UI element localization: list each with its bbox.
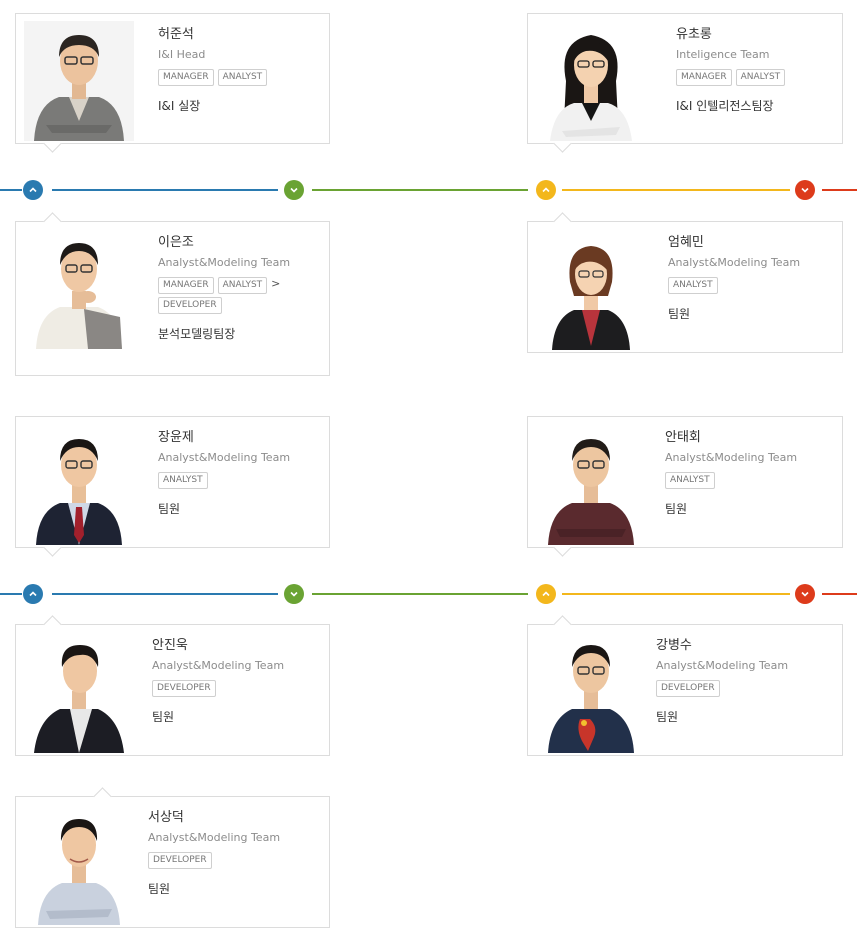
member-card-an-taehoe: 안태회 Analyst&Modeling Team ANALYST 팀원	[527, 416, 843, 557]
member-team: Inteligence Team	[676, 48, 770, 61]
member-name: 강병수	[656, 638, 692, 653]
tag-analyst: ANALYST	[668, 277, 718, 294]
chevron-up-icon[interactable]	[23, 584, 43, 604]
profile-photo	[24, 633, 134, 753]
tag-developer: DEVELOPER	[152, 680, 216, 697]
member-team: I&I Head	[158, 48, 206, 61]
member-role: 팀원	[665, 502, 688, 516]
member-name: 안진욱	[152, 638, 188, 653]
timeline-segment-blue	[0, 189, 22, 191]
member-team: Analyst&Modeling Team	[656, 659, 789, 672]
member-tags: DEVELOPER	[148, 852, 280, 872]
member-tags: ANALYST	[158, 472, 290, 492]
timeline-segment-yellow	[562, 189, 790, 191]
chevron-up-icon[interactable]	[536, 584, 556, 604]
chevron-up-icon[interactable]	[536, 180, 556, 200]
member-role: 팀원	[668, 307, 691, 321]
chevron-down-icon[interactable]	[795, 584, 815, 604]
timeline-segment-blue	[0, 593, 22, 595]
member-name: 유초롱	[676, 27, 712, 42]
member-role: 팀원	[656, 710, 679, 724]
profile-photo	[24, 229, 134, 349]
tag-manager: MANAGER	[676, 69, 732, 86]
card-pointer	[553, 212, 572, 231]
member-team: Analyst&Modeling Team	[158, 256, 291, 269]
card-pointer	[43, 615, 62, 634]
member-team: Analyst&Modeling Team	[665, 451, 798, 464]
member-role: 분석모델링팀장	[158, 327, 236, 341]
timeline-segment-green	[312, 189, 528, 191]
tag-analyst: ANALYST	[217, 277, 268, 294]
timeline-segment-red	[822, 189, 857, 191]
card-pointer	[553, 615, 572, 634]
card-pointer	[43, 212, 62, 231]
tag-analyst: ANALYST	[665, 472, 715, 489]
member-name: 허준석	[158, 27, 194, 42]
member-card-eom-hyemin: 엄혜민 Analyst&Modeling Team ANALYST 팀원	[527, 212, 843, 353]
member-name: 장윤제	[158, 430, 194, 445]
member-card-jang-yunje: 장윤제 Analyst&Modeling Team ANALYST 팀원	[15, 416, 330, 557]
timeline-segment-blue	[52, 189, 278, 191]
member-team: Analyst&Modeling Team	[668, 256, 801, 269]
profile-photo	[24, 425, 134, 545]
member-role: I&I 실장	[158, 99, 201, 113]
member-name: 엄혜민	[668, 235, 704, 250]
tag-transition-arrow: >	[271, 277, 281, 290]
member-role: I&I 인텔리전스팀장	[676, 99, 774, 113]
chevron-up-icon[interactable]	[23, 180, 43, 200]
timeline-segment-red	[822, 593, 857, 595]
member-role: 팀원	[148, 882, 171, 896]
tag-manager: MANAGER	[158, 69, 214, 86]
member-team: Analyst&Modeling Team	[152, 659, 285, 672]
tag-developer: DEVELOPER	[656, 680, 720, 697]
member-role: 팀원	[152, 710, 175, 724]
tag-analyst: ANALYST	[217, 69, 268, 86]
chevron-down-icon[interactable]	[284, 180, 304, 200]
member-team: Analyst&Modeling Team	[148, 831, 281, 844]
profile-photo	[24, 21, 134, 141]
member-team: Analyst&Modeling Team	[158, 451, 291, 464]
member-card-seo-sangdeok: 서상덕 Analyst&Modeling Team DEVELOPER 팀원	[15, 787, 330, 928]
member-tags: DEVELOPER	[656, 680, 788, 700]
chevron-down-icon[interactable]	[284, 584, 304, 604]
tag-developer: DEVELOPER	[148, 852, 212, 869]
card-pointer	[93, 787, 112, 806]
member-card-kang-byeongsu: 강병수 Analyst&Modeling Team DEVELOPER 팀원	[527, 615, 843, 756]
member-role: 팀원	[158, 502, 181, 516]
chevron-down-icon[interactable]	[795, 180, 815, 200]
profile-photo	[24, 805, 134, 925]
member-tags: DEVELOPER	[152, 680, 284, 700]
member-name: 서상덕	[148, 810, 184, 825]
profile-photo	[536, 21, 646, 141]
timeline-segment-blue	[52, 593, 278, 595]
tag-manager: MANAGER	[158, 277, 214, 294]
profile-photo	[536, 230, 646, 350]
member-card-an-jinuk: 안진욱 Analyst&Modeling Team DEVELOPER 팀원	[15, 615, 330, 756]
profile-photo	[536, 425, 646, 545]
member-name: 이은조	[158, 235, 194, 250]
member-tags: ANALYST	[665, 472, 797, 492]
tag-developer: DEVELOPER	[158, 297, 222, 314]
timeline-segment-yellow	[562, 593, 790, 595]
member-tags: ANALYST	[668, 277, 800, 297]
member-name: 안태회	[665, 430, 701, 445]
timeline-segment-green	[312, 593, 528, 595]
profile-photo	[536, 633, 646, 753]
tag-analyst: ANALYST	[158, 472, 208, 489]
tag-analyst: ANALYST	[735, 69, 786, 86]
